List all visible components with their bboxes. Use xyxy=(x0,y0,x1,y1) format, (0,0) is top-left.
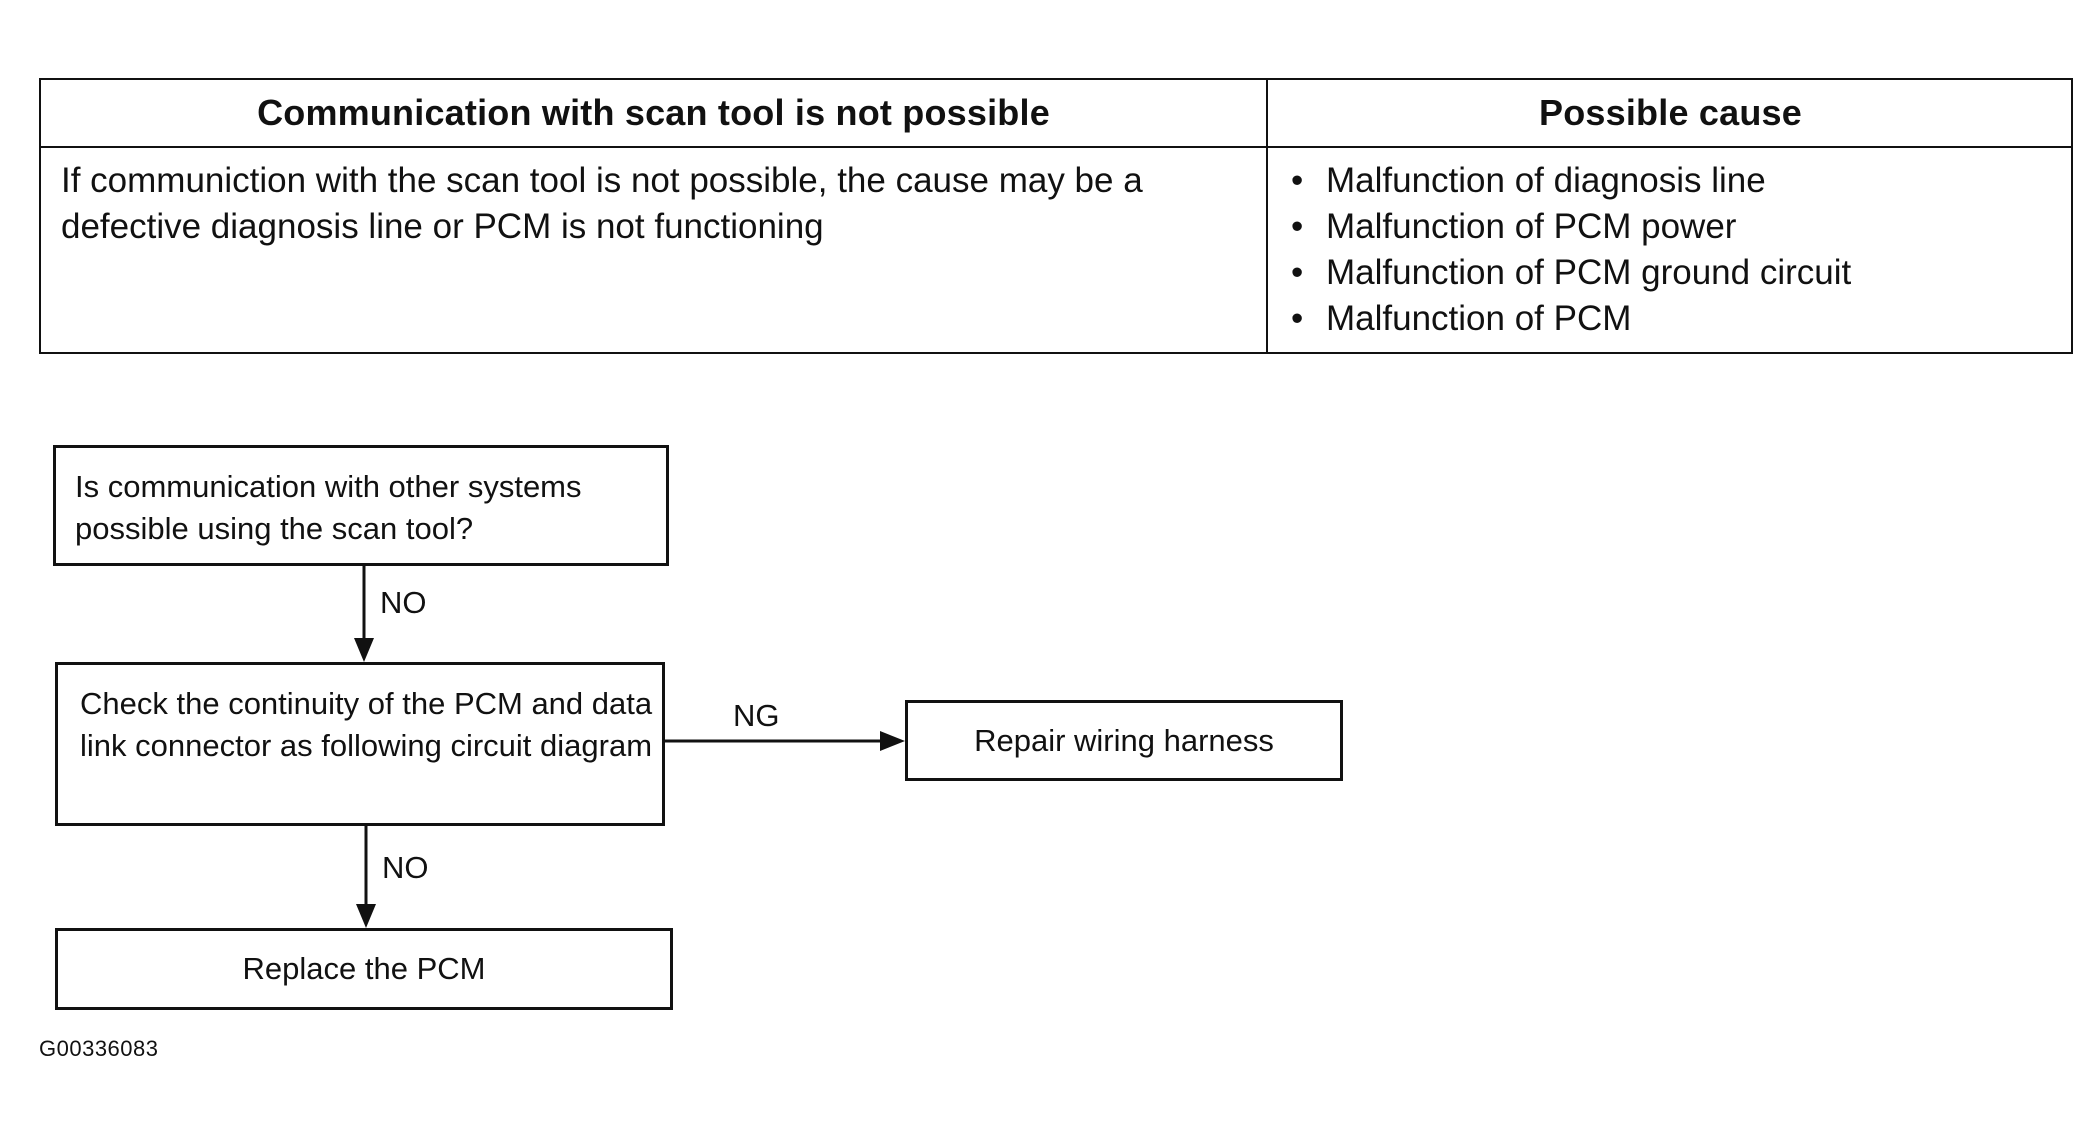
edge-label-no: NO xyxy=(380,585,427,620)
cause-text: Malfunction of PCM ground circuit xyxy=(1326,253,1852,292)
figure-id: G00336083 xyxy=(39,1036,159,1061)
arrow-check-to-repair xyxy=(665,731,905,751)
arrow-check-to-replace xyxy=(356,826,376,928)
table-header-condition: Communication with scan tool is not poss… xyxy=(257,92,1050,133)
column-divider xyxy=(1266,80,1268,352)
bullet-icon: • xyxy=(1291,207,1304,246)
bullet-icon: • xyxy=(1291,161,1304,200)
repair-wiring-box: Repair wiring harness xyxy=(905,700,1343,781)
replace-pcm-box: Replace the PCM xyxy=(55,928,673,1010)
possible-cause-list: • Malfunction of diagnosis line • Malfunct… xyxy=(1291,158,2046,342)
header-divider xyxy=(41,146,2071,148)
cause-item: • Malfunction of PCM ground circuit xyxy=(1291,250,2046,296)
bullet-icon: • xyxy=(1291,253,1304,292)
table-header-possible-cause: Possible cause xyxy=(1539,92,1802,133)
edge-label-no: NO xyxy=(382,850,429,885)
cause-text: Malfunction of diagnosis line xyxy=(1326,161,1766,200)
bullet-icon: • xyxy=(1291,299,1304,338)
check-continuity-box: Check the continuity of the PCM and data… xyxy=(55,662,665,826)
cause-item: • Malfunction of PCM power xyxy=(1291,204,2046,250)
arrow-question-to-check xyxy=(354,566,374,662)
question-box: Is communication with other systems poss… xyxy=(53,445,669,566)
cause-item: • Malfunction of PCM xyxy=(1291,296,2046,342)
edge-label-ng: NG xyxy=(733,698,780,733)
cause-table: Communication with scan tool is not poss… xyxy=(39,78,2073,354)
cause-item: • Malfunction of diagnosis line xyxy=(1291,158,2046,204)
cause-text: Malfunction of PCM power xyxy=(1326,207,1737,246)
cause-text: Malfunction of PCM xyxy=(1326,299,1632,338)
condition-description: If communiction with the scan tool is no… xyxy=(61,161,1143,246)
